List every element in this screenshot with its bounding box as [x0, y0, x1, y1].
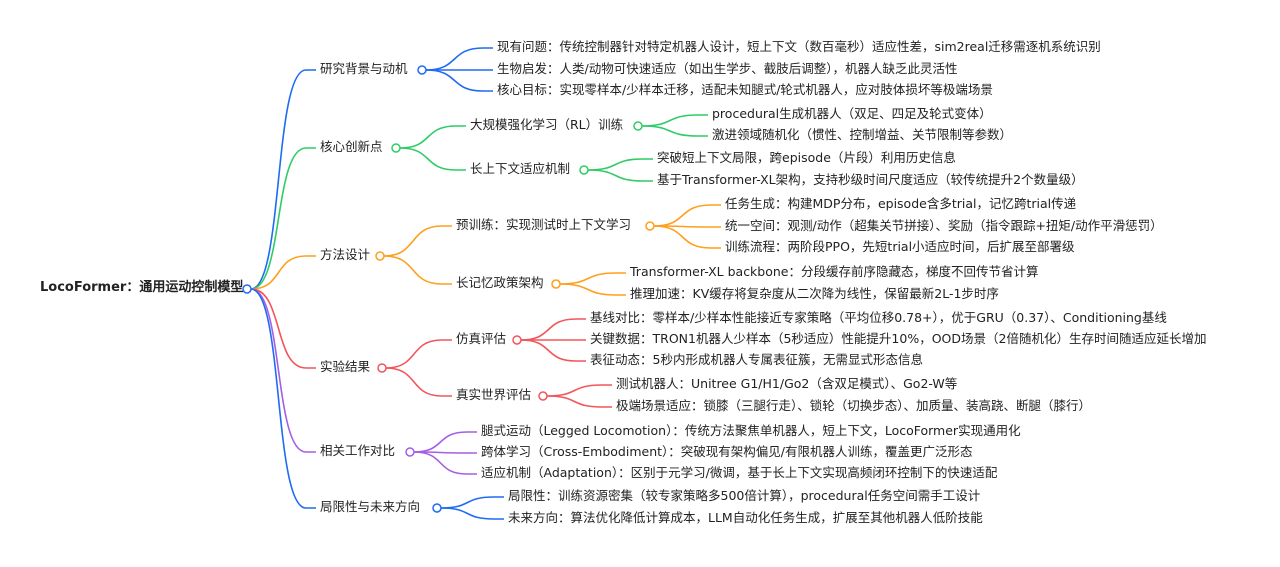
collapse-toggle-icon[interactable]	[405, 447, 415, 457]
connector-branch-child	[440, 507, 504, 520]
sub-topic-node: 长记忆政策架构	[456, 275, 544, 290]
leaf-node: 生物启发：人类/动物可快速适应（如出生学步、截肢后调整），机器人缺乏此灵活性	[497, 61, 958, 76]
collapse-toggle-icon[interactable]	[391, 143, 401, 153]
collapse-toggle-icon[interactable]	[645, 221, 655, 231]
leaf-node: procedural生成机器人（双足、四足及轮式变体）	[712, 106, 992, 121]
leaf-node: 现有问题：传统控制器针对特定机器人设计，短上下文（数百毫秒）适应性差，sim2r…	[497, 39, 1101, 54]
sub-topic-node: 大规模强化学习（RL）训练	[470, 117, 624, 132]
branch-node: 研究背景与动机	[320, 61, 408, 76]
collapse-toggle-icon[interactable]	[375, 251, 385, 261]
branch-node: 局限性与未来方向	[320, 499, 421, 514]
leaf-node: 统一空间：观测/动作（超集关节拼接）、奖励（指令跟踪+扭矩/动作平滑惩罚）	[725, 218, 1163, 233]
collapse-toggle-icon[interactable]	[242, 284, 252, 294]
leaf-node: 表征动态：5秒内形成机器人专属表征簇，无需显式形态信息	[590, 352, 923, 367]
connector-subtopic-leaf	[641, 114, 708, 127]
connector-subtopic-leaf	[546, 395, 612, 408]
connector-root-branch	[250, 255, 316, 290]
connector-branch-child	[399, 147, 466, 171]
root-node: LocoFormer：通用运动控制模型	[40, 280, 244, 295]
connector-branch-child	[440, 496, 504, 509]
branch-node: 实验结果	[320, 359, 371, 374]
collapse-toggle-icon[interactable]	[633, 121, 643, 131]
connector-branch-child	[425, 47, 493, 71]
collapse-toggle-icon[interactable]	[538, 391, 548, 401]
connector-root-branch	[250, 288, 316, 453]
connector-branch-child	[413, 451, 477, 475]
connector-branch-child	[425, 69, 493, 92]
connector-root-branch	[250, 69, 316, 290]
leaf-node: 极端场景适应：锁膝（三腿行走）、锁轮（切换步态）、加质量、装高跷、断腿（膝行）	[616, 398, 1092, 413]
sub-topic-node: 真实世界评估	[456, 387, 532, 402]
connector-subtopic-leaf	[587, 169, 653, 182]
leaf-node: 腿式运动（Legged Locomotion）：传统方法聚焦单机器人，短上下文，…	[481, 423, 1021, 438]
collapse-toggle-icon[interactable]	[551, 279, 561, 289]
leaf-node: Transformer-XL backbone：分段缓存前序隐藏态，梯度不回传节…	[630, 264, 1039, 279]
leaf-node: 基于Transformer-XL架构，支持秒级时间尺度适应（较传统提升2个数量级…	[657, 172, 1084, 187]
sub-topic-node: 仿真评估	[456, 331, 507, 346]
leaf-node: 跨体学习（Cross-Embodiment）：突破现有架构偏见/有限机器人训练，…	[481, 444, 973, 459]
collapse-toggle-icon[interactable]	[377, 363, 387, 373]
leaf-node: 未来方向：算法优化降低计算成本，LLM自动化任务生成，扩展至其他机器人低阶技能	[508, 510, 983, 525]
leaf-node: 训练流程：两阶段PPO，先短trial小适应时间，后扩展至部署级	[725, 239, 1075, 254]
branch-node: 相关工作对比	[320, 443, 396, 458]
connector-root-branch	[250, 288, 316, 509]
connector-branch-child	[399, 125, 466, 149]
leaf-node: 局限性：训练资源密集（较专家策略多500倍计算），procedural任务空间需…	[508, 488, 981, 503]
collapse-toggle-icon[interactable]	[417, 65, 427, 75]
connector-subtopic-leaf	[520, 339, 586, 362]
leaf-node: 核心目标：实现零样本/少样本迁移，适配未知腿式/轮式机器人，应对肢体损坏等极端场…	[497, 82, 993, 97]
connector-subtopic-leaf	[653, 225, 721, 249]
collapse-toggle-icon[interactable]	[579, 165, 589, 175]
connector-branch-child	[383, 255, 452, 285]
connector-subtopic-leaf	[546, 384, 612, 397]
connector-subtopic-leaf	[653, 204, 721, 227]
collapse-toggle-icon[interactable]	[432, 503, 442, 513]
connector-branch-child	[385, 339, 452, 369]
connector-subtopic-leaf	[587, 158, 653, 171]
connector-subtopic-leaf	[559, 283, 626, 296]
connector-root-branch	[250, 288, 316, 369]
leaf-node: 推理加速：KV缓存将复杂度从二次降为线性，保留最新2L-1步时序	[630, 286, 999, 301]
connector-subtopic-leaf	[559, 272, 626, 285]
leaf-node: 突破短上下文局限，跨episode（片段）利用历史信息	[657, 150, 956, 165]
sub-topic-node: 长上下文适应机制	[470, 161, 571, 176]
leaf-node: 基线对比：零样本/少样本性能接近专家策略（平均位移0.78+），优于GRU（0.…	[590, 310, 1167, 325]
branch-node: 核心创新点	[320, 139, 383, 154]
collapse-toggle-icon[interactable]	[512, 335, 522, 345]
leaf-node: 任务生成：构建MDP分布，episode含多trial，记忆跨trial传递	[725, 196, 1077, 211]
connector-subtopic-leaf	[641, 125, 708, 137]
branch-node: 方法设计	[320, 247, 371, 262]
leaf-node: 激进领域随机化（惯性、控制增益、关节限制等参数）	[712, 127, 1013, 142]
connector-branch-child	[385, 367, 452, 397]
sub-topic-node: 预训练：实现测试时上下文学习	[456, 217, 632, 232]
leaf-node: 测试机器人：Unitree G1/H1/Go2（含双足模式）、Go2-W等	[616, 376, 958, 391]
connector-branch-child	[413, 431, 477, 453]
connector-root-branch	[250, 147, 316, 290]
connector-subtopic-leaf	[520, 318, 586, 341]
leaf-node: 关键数据：TRON1机器人少样本（5秒适应）性能提升10%，OOD场景（2倍随机…	[590, 331, 1207, 346]
leaf-node: 适应机制（Adaptation）：区别于元学习/微调，基于长上下文实现高频闭环控…	[481, 465, 998, 480]
connector-branch-child	[383, 225, 452, 257]
